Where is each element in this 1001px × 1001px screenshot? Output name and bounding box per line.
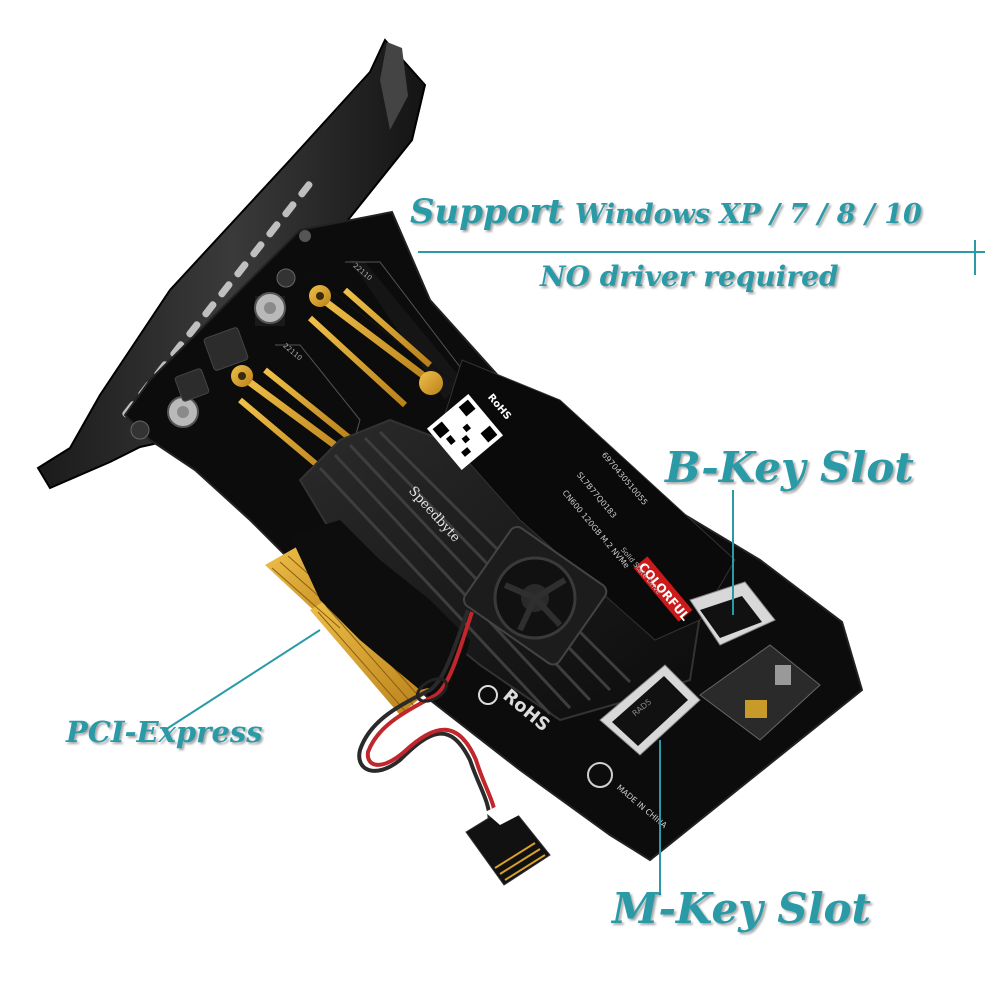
b-key-slot-label: B-Key Slot bbox=[665, 443, 914, 492]
pci-express-label: PCI-Express bbox=[66, 715, 263, 749]
m-key-slot-label: M-Key Slot bbox=[612, 884, 871, 933]
cooling-fan bbox=[462, 525, 608, 666]
m2-slots: RAD5 bbox=[599, 581, 821, 756]
support-word: Support bbox=[410, 192, 564, 232]
ssd-label: RoHS COLORFUL Solid State Drive CN600 12… bbox=[426, 359, 736, 641]
pcie-callout-line bbox=[164, 629, 321, 731]
pcie-bracket bbox=[36, 38, 427, 490]
support-headline: Support Windows XP / 7 / 8 / 10 bbox=[410, 192, 922, 232]
fan-connector bbox=[465, 800, 551, 886]
capacitors bbox=[130, 230, 311, 440]
fan-cable bbox=[357, 609, 498, 826]
no-driver-caption: NO driver required bbox=[540, 260, 839, 293]
support-os-list: Windows XP / 7 / 8 / 10 bbox=[574, 199, 922, 230]
pcie-connector bbox=[265, 520, 470, 715]
